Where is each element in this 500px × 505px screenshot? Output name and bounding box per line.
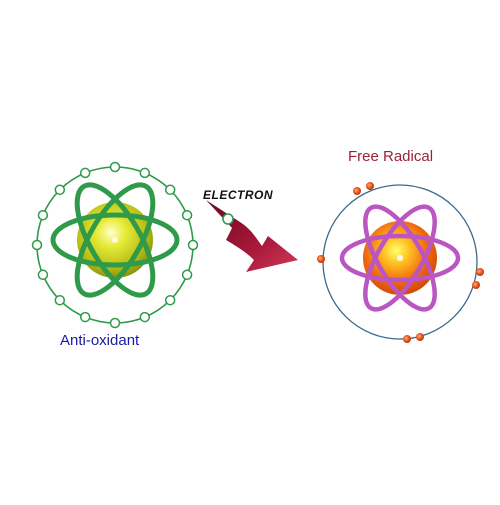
free-radical-electron xyxy=(317,255,325,263)
antioxidant-electron xyxy=(139,311,151,323)
transfer-arrow xyxy=(206,200,298,272)
antioxidant-label: Anti-oxidant xyxy=(60,332,140,349)
free-radical-electron xyxy=(476,268,484,276)
transferred-electron xyxy=(222,213,234,225)
antioxidant-atom xyxy=(31,161,199,329)
antioxidant-electron xyxy=(187,239,199,251)
free-radical-electron xyxy=(403,335,411,343)
antioxidant-electron xyxy=(54,294,66,306)
antioxidant-orbital-1 xyxy=(74,182,156,298)
free-radical-nucleus-highlight xyxy=(397,255,403,261)
antioxidant-electron xyxy=(54,184,66,196)
antioxidant-electron xyxy=(181,269,193,281)
antioxidant-electron xyxy=(164,184,176,196)
antioxidant-orbitals xyxy=(50,182,180,298)
antioxidant-electron xyxy=(37,209,49,221)
antioxidant-electron xyxy=(109,161,121,173)
electron-label: ELECTRON xyxy=(203,188,273,202)
antioxidant-electron xyxy=(31,239,43,251)
free-radical-orbital-3 xyxy=(339,233,461,283)
antioxidant-orbital-3 xyxy=(50,212,180,268)
electron-transfer xyxy=(206,200,298,272)
free-radical-orbital-1 xyxy=(363,204,437,312)
antioxidant-electron xyxy=(109,317,121,329)
free-radical-atom xyxy=(317,182,484,343)
antioxidant-electron xyxy=(79,167,91,179)
free-radical-orbital-2 xyxy=(363,204,437,312)
antioxidant-electron xyxy=(181,209,193,221)
antioxidant-electron xyxy=(79,311,91,323)
free-radical-electron xyxy=(472,281,480,289)
free-radical-orbitals xyxy=(339,204,461,312)
free-radical-label: Free Radical xyxy=(348,148,434,165)
antioxidant-orbital-2 xyxy=(74,182,156,298)
free-radical-electron xyxy=(416,333,424,341)
free-radical-electron xyxy=(353,187,361,195)
antioxidant-nucleus-highlight xyxy=(112,237,118,243)
antioxidant-electron xyxy=(164,294,176,306)
antioxidant-electron xyxy=(139,167,151,179)
free-radical-electrons xyxy=(317,182,484,343)
antioxidant-electron xyxy=(37,269,49,281)
free-radical-electron xyxy=(366,182,374,190)
antioxidant-electron-shell xyxy=(31,161,199,329)
